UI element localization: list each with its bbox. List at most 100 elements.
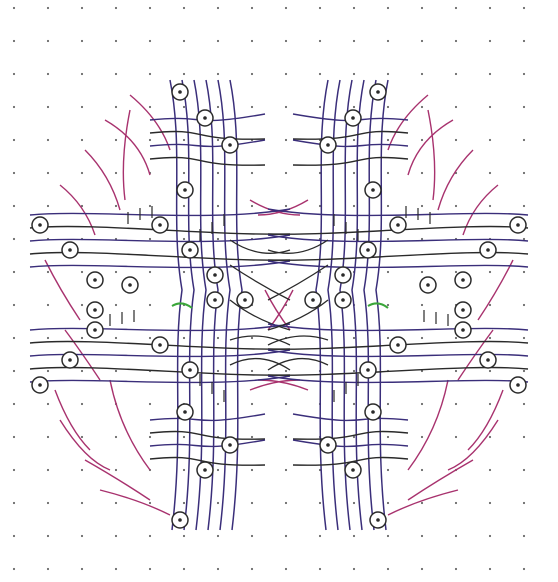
grid-dot [421, 238, 423, 240]
horizontal-thread-2-3 [293, 157, 408, 165]
grid-dot [183, 73, 185, 75]
grid-dot [421, 7, 423, 9]
grid-dot [217, 172, 219, 174]
grid-dot [47, 502, 49, 504]
grid-dot [47, 7, 49, 9]
grid-dot [13, 469, 15, 471]
grid-dot [353, 73, 355, 75]
pin-dot-13 [93, 328, 97, 332]
grid-dot [523, 139, 525, 141]
grid-dot [149, 403, 151, 405]
grid-dot [353, 568, 355, 570]
grid-dot [251, 535, 253, 537]
grid-dot [115, 271, 117, 273]
grid-dot [523, 403, 525, 405]
grid-dot [115, 370, 117, 372]
pin-dot-21 [341, 298, 345, 302]
pin-dot-15 [158, 343, 162, 347]
grid-dot [489, 568, 491, 570]
horizontal-thread-3-0 [293, 414, 408, 420]
pin-dot-12 [68, 358, 72, 362]
pin-dot-14 [93, 308, 97, 312]
grid-dot [217, 535, 219, 537]
grid-dot [489, 172, 491, 174]
grid-dot [489, 205, 491, 207]
grid-dot [455, 502, 457, 504]
grid-dot [387, 73, 389, 75]
grid-dot [115, 7, 117, 9]
grid-dot [183, 7, 185, 9]
grid-dot [353, 205, 355, 207]
horizontal-thread-0-0 [268, 209, 528, 215]
grid-dot [149, 205, 151, 207]
grid-dot [455, 568, 457, 570]
grid-dot [13, 436, 15, 438]
grid-dot [183, 502, 185, 504]
grid-dot [115, 568, 117, 570]
pin-dot-7 [93, 278, 97, 282]
grid-dot [387, 271, 389, 273]
horizontal-thread-1-0 [268, 324, 528, 330]
grid-dot [47, 337, 49, 339]
grid-dot [81, 7, 83, 9]
pin-dot-0 [376, 90, 380, 94]
pin-markers-layer [32, 84, 526, 528]
grid-dot [251, 106, 253, 108]
grid-dot [285, 40, 287, 42]
grid-dot [13, 106, 15, 108]
grid-dot [217, 469, 219, 471]
grid-dot [319, 568, 321, 570]
grid-dot [81, 502, 83, 504]
grid-dot [387, 436, 389, 438]
grid-dot [13, 205, 15, 207]
grid-dot [387, 238, 389, 240]
grid-dot [115, 535, 117, 537]
grid-dot [251, 7, 253, 9]
pin-dot-4 [158, 223, 162, 227]
horizontal-thread-3-0 [150, 414, 265, 420]
grid-dot [387, 502, 389, 504]
horizontal-thread-3-1 [293, 431, 408, 439]
grid-dot [251, 172, 253, 174]
grid-dot [13, 568, 15, 570]
grid-dot [523, 436, 525, 438]
pin-dot-20 [178, 518, 182, 522]
grid-dot [149, 7, 151, 9]
grid-dot [523, 238, 525, 240]
grid-dot [421, 502, 423, 504]
grid-dot [353, 502, 355, 504]
grid-dot [81, 172, 83, 174]
grid-dot [115, 172, 117, 174]
grid-dot [489, 139, 491, 141]
grid-dot [47, 568, 49, 570]
grid-dot [387, 304, 389, 306]
grid-dot [523, 568, 525, 570]
grid-dot [319, 40, 321, 42]
horizontal-thread-3-2 [150, 440, 265, 446]
grid-dot [285, 271, 287, 273]
horizontal-thread-0-4 [30, 261, 290, 267]
grid-dot [421, 337, 423, 339]
grid-dot [421, 535, 423, 537]
grid-dot [217, 370, 219, 372]
grid-dot [47, 436, 49, 438]
grid-dot [149, 106, 151, 108]
grid-dot [149, 271, 151, 273]
left-green-twist [172, 303, 192, 308]
grid-dot [421, 403, 423, 405]
grid-dot [285, 139, 287, 141]
grid-dot [489, 271, 491, 273]
horizontal-thread-0-2 [268, 235, 528, 241]
cross-thread-3 [268, 336, 328, 345]
grid-dot [387, 7, 389, 9]
grid-dot [115, 106, 117, 108]
grid-dot [421, 304, 423, 306]
horizontal-thread-0-2 [30, 235, 290, 241]
grid-dot [421, 139, 423, 141]
pin-dot-8 [366, 248, 370, 252]
grid-dot [387, 139, 389, 141]
grid-dot [251, 337, 253, 339]
grid-dot [81, 337, 83, 339]
grid-dot [81, 40, 83, 42]
pin-dot-5 [38, 223, 42, 227]
